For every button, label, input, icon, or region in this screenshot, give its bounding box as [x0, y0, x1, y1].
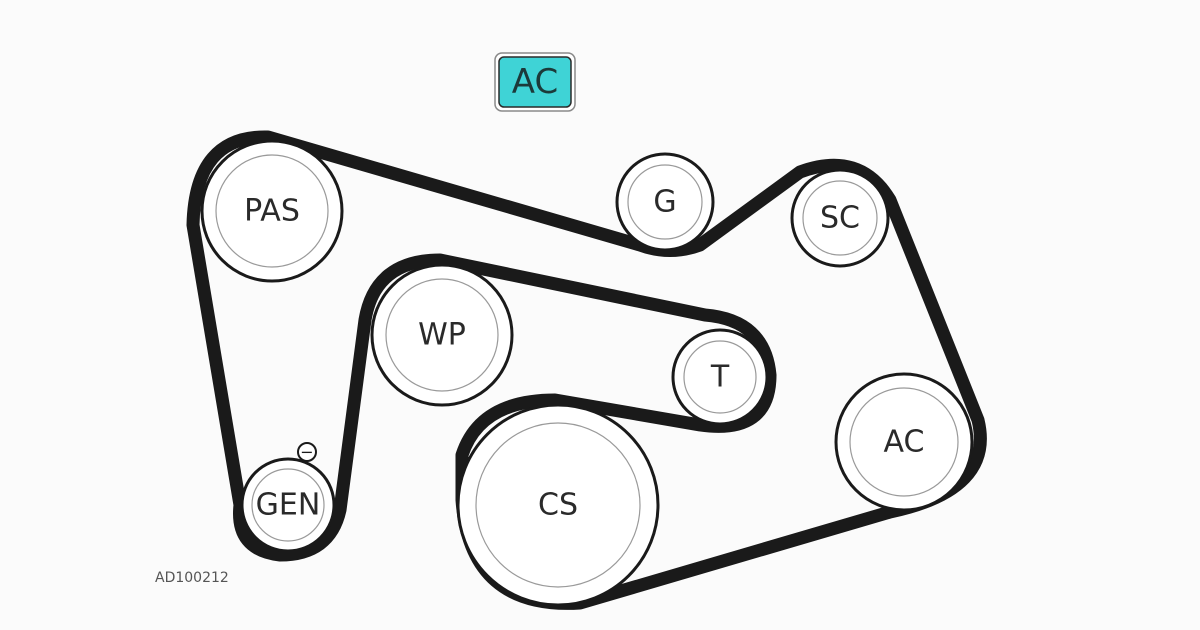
pulley-g: G [615, 152, 715, 252]
tensioner-marker: − [297, 442, 317, 462]
pulley-gen-outer [240, 457, 336, 553]
ac-badge-label: AC [512, 62, 558, 102]
pulley-pas-label: PAS [244, 194, 300, 229]
pulley-gen-inner [251, 468, 325, 542]
pulley-t: T [671, 328, 769, 426]
pulley-ac: AC [834, 372, 974, 512]
pulley-g-outer [615, 152, 715, 252]
pulley-cs-label: CS [538, 488, 578, 523]
pulley-ac-outer [834, 372, 974, 512]
pulley-g-inner [627, 164, 703, 240]
minus-icon [297, 442, 317, 462]
pulley-cs: CS [456, 403, 660, 607]
pulley-wp-inner [385, 278, 499, 392]
pulley-cs-outer [456, 403, 660, 607]
main-belt [186, 130, 987, 610]
belts [186, 130, 987, 610]
tensioner-marker-symbol: − [300, 443, 313, 462]
pulley-wp: WP [370, 263, 514, 407]
pulley-ac-label: AC [884, 425, 925, 460]
ac-badge-fill [498, 56, 572, 108]
pulley-wp-label: WP [418, 318, 466, 353]
diagram-caption: AD100212 [155, 570, 229, 586]
pulley-sc-label: SC [820, 201, 860, 236]
pulley-cs-inner [475, 422, 641, 588]
pulley-g-label: G [653, 185, 676, 220]
pulley-pas-outer [200, 139, 344, 283]
pulley-gen-label: GEN [256, 488, 321, 523]
pulley-ac-inner [849, 387, 959, 497]
pulley-t-inner [683, 340, 757, 414]
pulley-sc: SC [790, 168, 890, 268]
pulley-t-outer [671, 328, 769, 426]
ac-badge: AC [494, 52, 576, 112]
pulley-wp-outer [370, 263, 514, 407]
pulley-pas-inner [215, 154, 329, 268]
pulley-pas: PAS [200, 139, 344, 283]
pulley-sc-outer [790, 168, 890, 268]
pulley-t-label: T [710, 360, 730, 395]
pulley-sc-inner [802, 180, 878, 256]
pulley-gen: GEN [240, 457, 336, 553]
